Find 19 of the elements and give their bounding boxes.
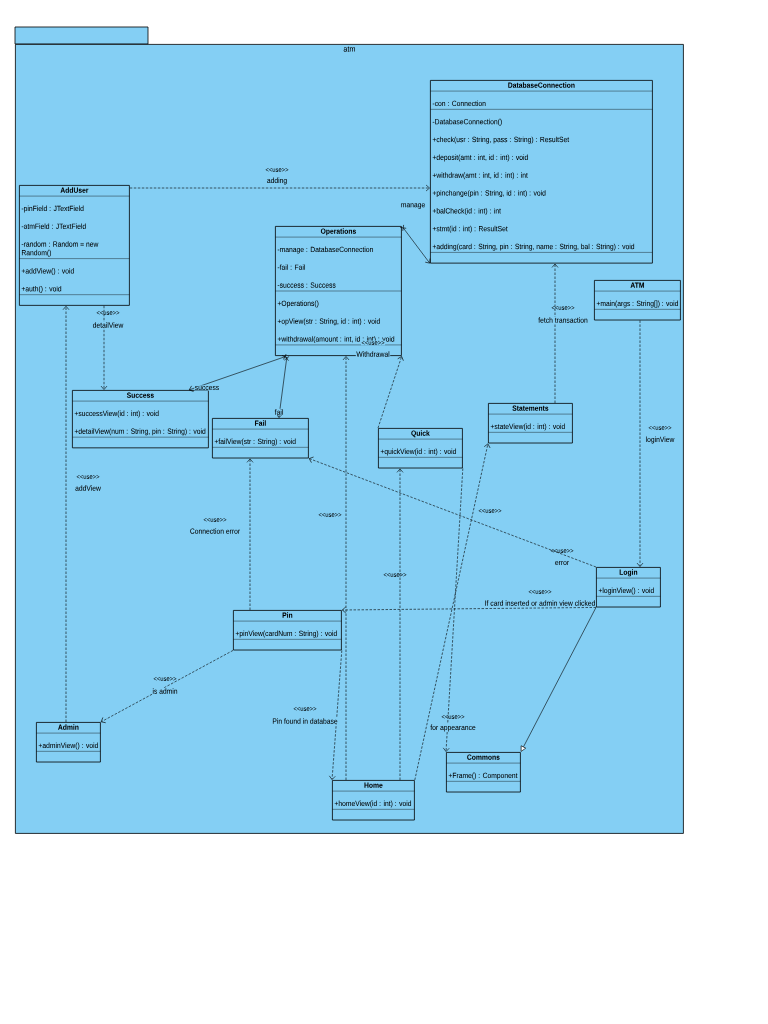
arrow <box>396 468 404 781</box>
arrow <box>377 356 404 429</box>
arrow <box>100 650 234 724</box>
arrow <box>342 356 350 781</box>
arrow <box>341 606 597 614</box>
arrow <box>399 224 431 264</box>
arrow <box>308 456 597 568</box>
arrow <box>414 443 491 781</box>
arrow <box>520 607 597 752</box>
arrow <box>442 468 464 752</box>
arrow <box>636 320 644 567</box>
arrow <box>276 355 290 418</box>
arrow <box>100 305 108 390</box>
arrow <box>62 305 70 723</box>
arrow <box>129 184 430 192</box>
arrow <box>329 650 343 780</box>
arrow <box>551 263 559 404</box>
arrow <box>246 458 254 611</box>
arrow <box>188 353 288 392</box>
